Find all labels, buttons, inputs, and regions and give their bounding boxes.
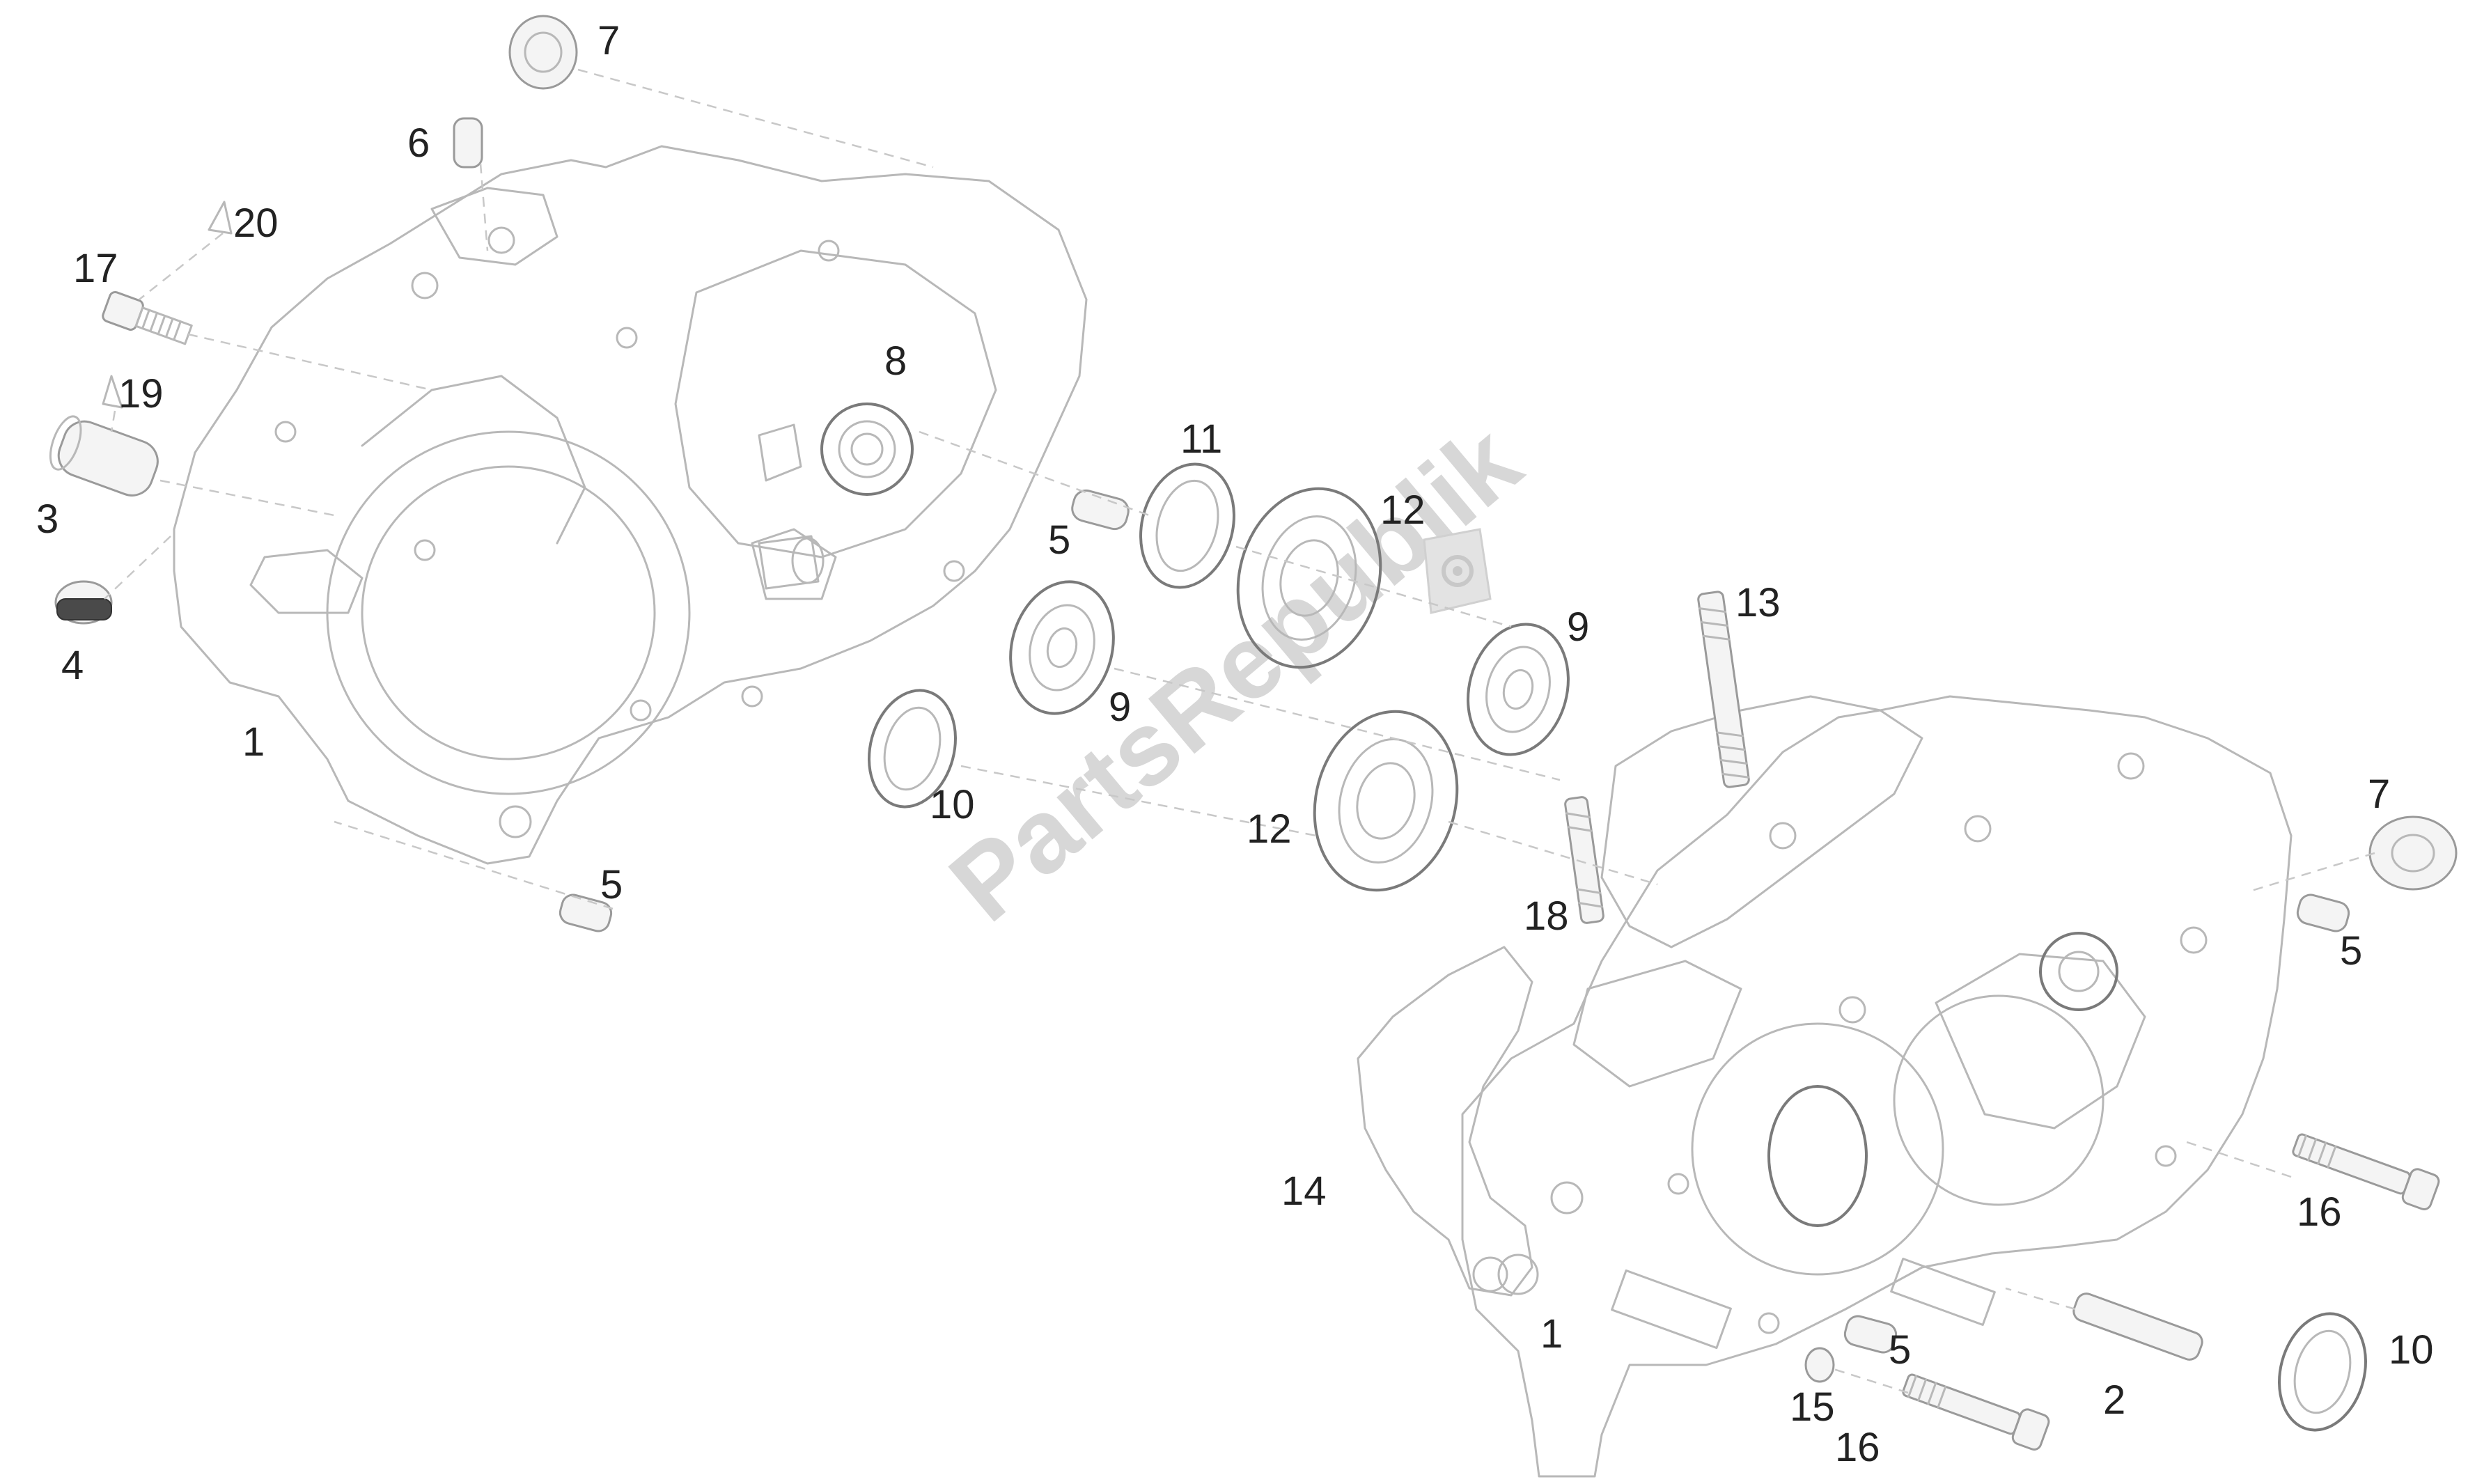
dowel-part-5-d	[1843, 1315, 1898, 1354]
cap-part-4	[54, 580, 113, 625]
bearing-part-9-right	[1467, 623, 1570, 756]
bushing-part-3	[49, 415, 159, 497]
callout-1-left: 1	[242, 719, 265, 765]
dowel-part-5-b	[559, 893, 613, 932]
callout-7-upper: 7	[598, 18, 620, 63]
leader-lines	[104, 68, 2375, 1394]
right-crankcase-half	[1461, 695, 2293, 1478]
gasket-part-14	[1357, 946, 1533, 1297]
watermark-text: PartsRepublik	[928, 402, 1542, 943]
callout-14: 14	[1281, 1169, 1327, 1214]
oil-seal-part-11	[1139, 462, 1235, 589]
bearing-part-12-upper	[1236, 487, 1382, 669]
washer-part-19	[102, 375, 123, 409]
callout-9-right: 9	[1567, 604, 1589, 650]
callout-5-left-lower: 5	[600, 862, 623, 907]
callout-9-left: 9	[1109, 685, 1131, 730]
stud-part-13	[1697, 591, 1750, 788]
bearing-part-9-left	[1009, 580, 1115, 715]
callout-13: 13	[1735, 580, 1781, 625]
callout-20: 20	[233, 201, 279, 246]
pin-part-2	[2072, 1292, 2203, 1361]
screw-part-17	[102, 290, 193, 345]
callout-12-upper: 12	[1380, 487, 1426, 533]
callout-3: 3	[36, 497, 58, 542]
callout-labels: 7 6 20 17 19 3 4 1 8 5 5 11 9 10 12 12 9…	[36, 18, 2434, 1470]
callout-5-right-lower: 5	[1889, 1327, 1911, 1373]
oil-seal-part-10-right	[2278, 1312, 2367, 1432]
callout-10-left: 10	[930, 782, 975, 827]
left-crankcase-half	[173, 145, 1088, 865]
bearing-part-12-lower	[1313, 710, 1459, 892]
callout-19: 19	[118, 371, 164, 416]
callout-12-lower: 12	[1247, 806, 1292, 852]
callout-2: 2	[2103, 1377, 2125, 1423]
callout-16-upper: 16	[2297, 1189, 2342, 1235]
callout-11: 11	[1180, 416, 1222, 462]
gear-icon	[1423, 528, 1492, 614]
callout-8: 8	[884, 338, 907, 384]
oil-seal-part-7-lower	[2368, 815, 2458, 891]
stud-part-18	[1564, 796, 1604, 924]
callout-15: 15	[1790, 1384, 1835, 1430]
washer-part-15	[1804, 1347, 1835, 1383]
callout-16-lower: 16	[1835, 1425, 1880, 1470]
plug-part-6	[453, 117, 483, 169]
callout-17: 17	[73, 246, 118, 291]
oil-seal-part-10-left	[868, 689, 957, 809]
callout-5-left-upper: 5	[1048, 517, 1070, 563]
bolt-part-16-upper	[2292, 1133, 2440, 1211]
callout-5-right-upper: 5	[2340, 928, 2362, 974]
callout-18: 18	[1524, 893, 1569, 939]
dowel-part-5-a	[1071, 489, 1130, 531]
watermark: PartsRepublik	[928, 402, 1542, 943]
washer-part-20	[208, 201, 233, 235]
callout-1-right: 1	[1540, 1311, 1563, 1357]
callout-10-right: 10	[2389, 1327, 2434, 1373]
callout-6: 6	[407, 120, 430, 166]
dowel-part-5-c	[2296, 893, 2350, 932]
callout-7-lower: 7	[2368, 772, 2390, 817]
callout-4: 4	[61, 643, 84, 688]
oil-seal-part-7-upper	[508, 15, 578, 90]
bolt-part-16-lower	[1902, 1373, 2050, 1451]
